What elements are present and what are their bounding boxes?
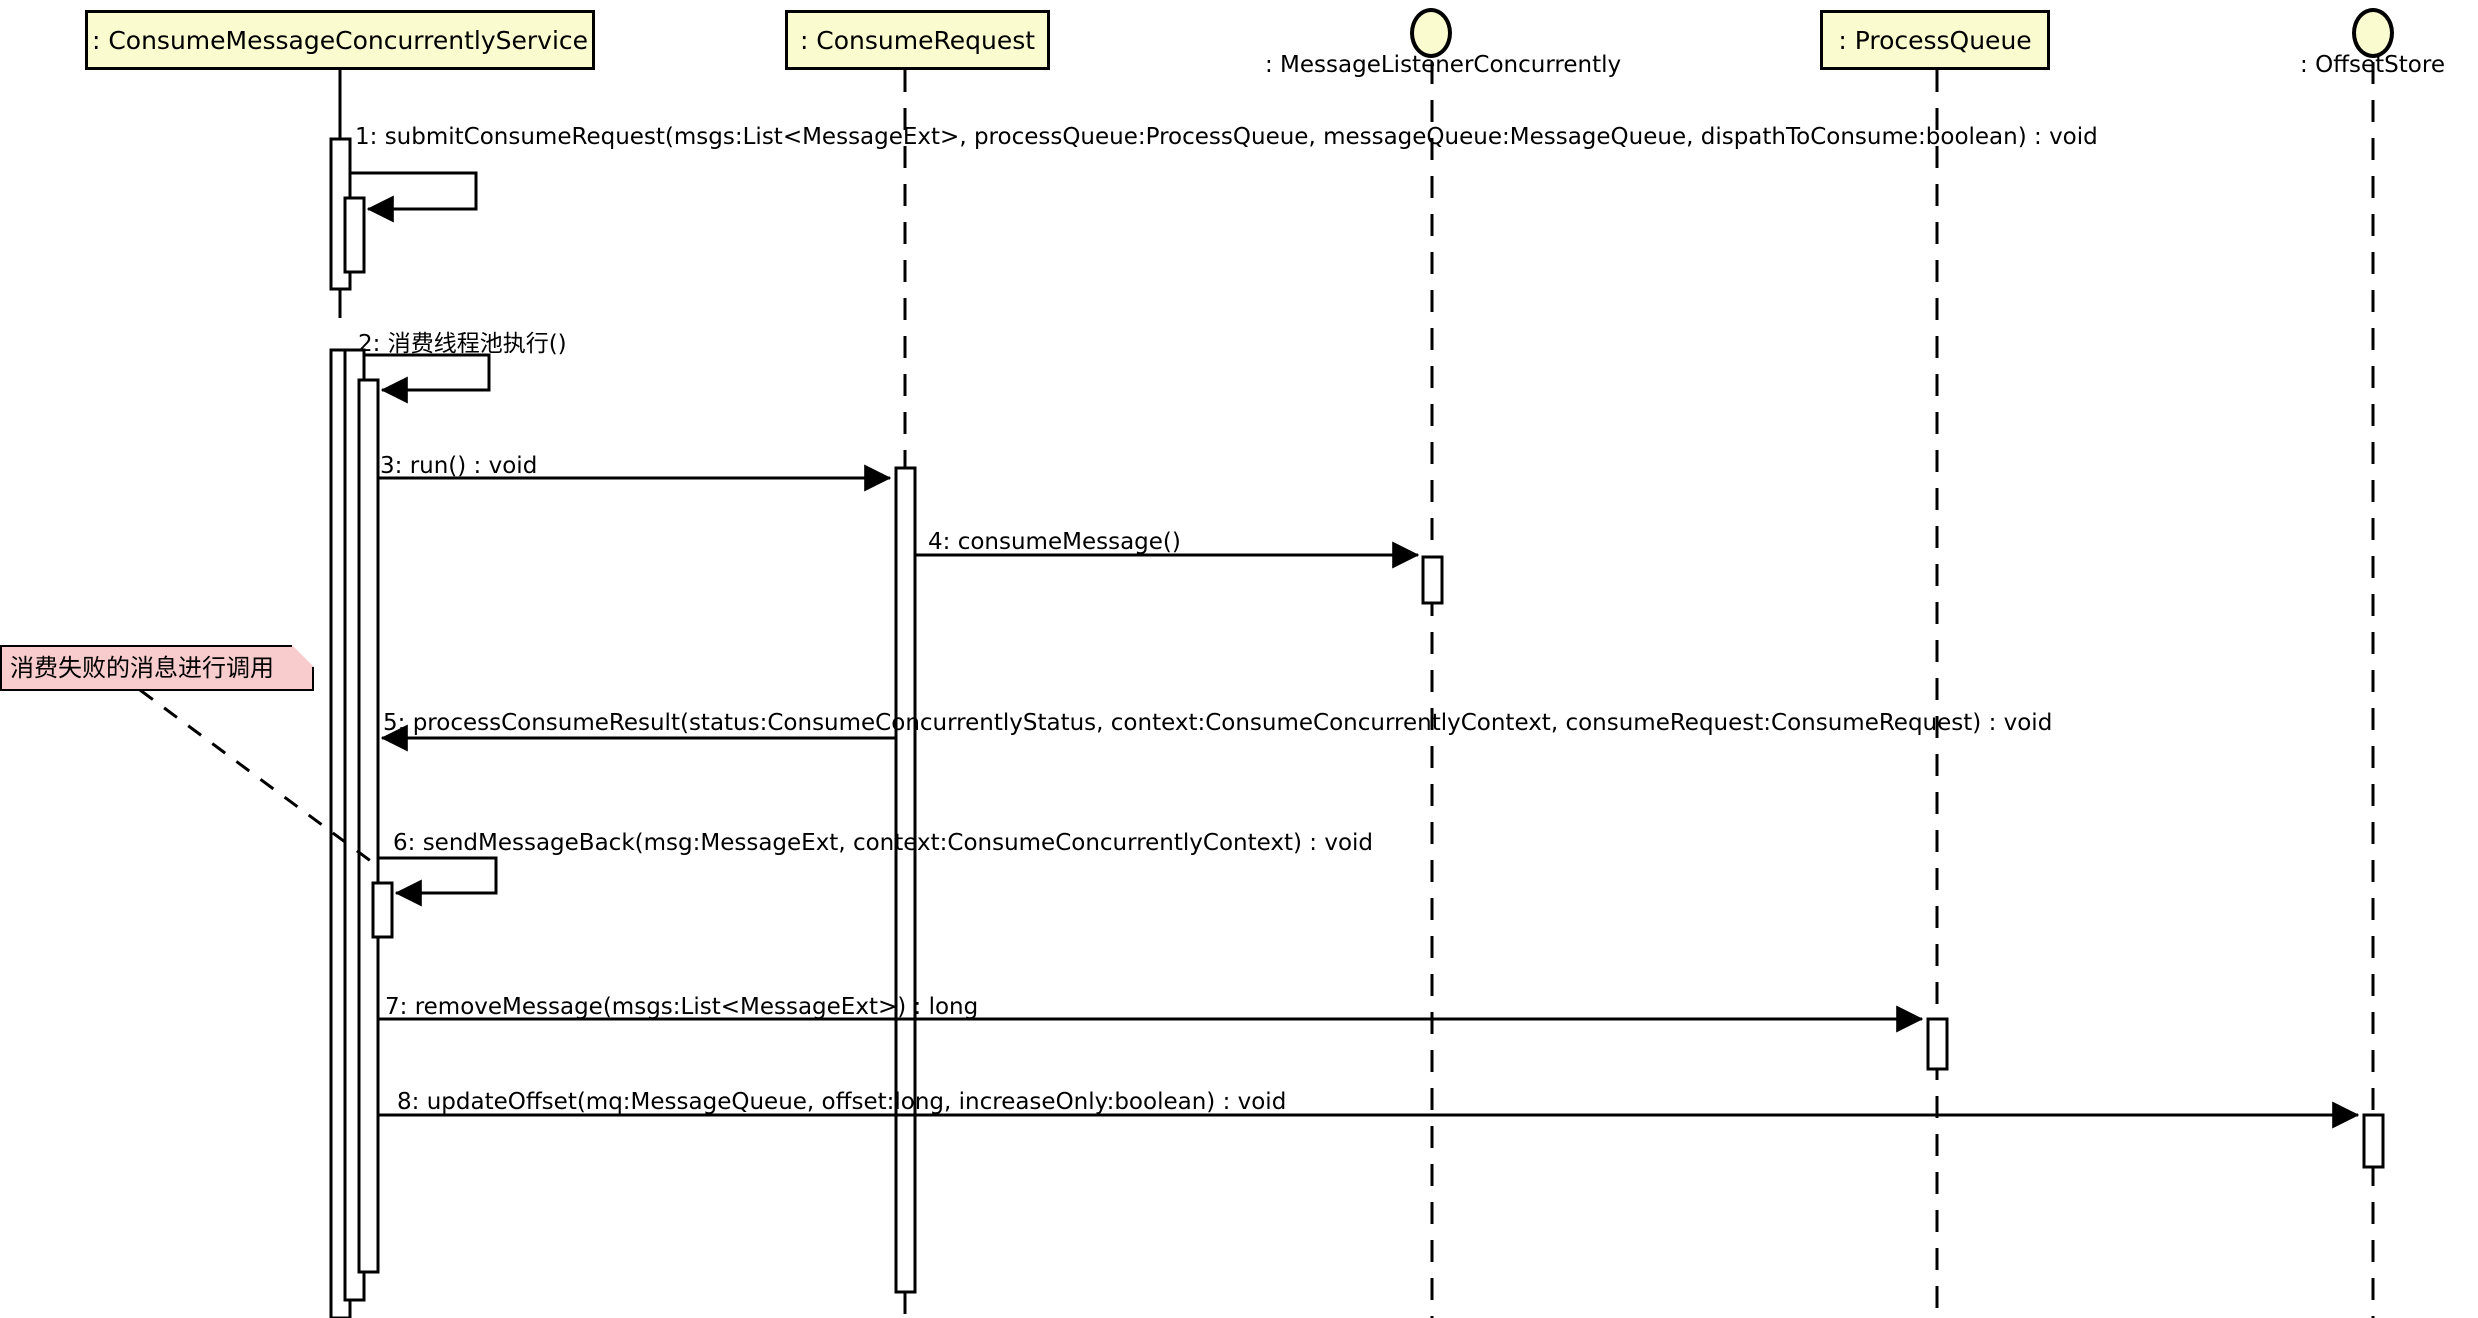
message-label-4: 4: consumeMessage() [928,529,1181,555]
participant-consume-request[interactable]: : ConsumeRequest [785,10,1050,70]
message-arrow-7 [378,1005,1949,1071]
activation-bar-service-msg2 [329,348,491,1318]
note-anchor-line [139,688,373,864]
activation-bar-service-msg1 [329,137,478,291]
participant-process-queue[interactable]: : ProcessQueue [1820,10,2050,70]
participant-message-listener-concurrently-label: : MessageListenerConcurrently [1265,52,1622,78]
note-consume-failed[interactable]: 消费失败的消息进行调用 [0,645,314,691]
message-label-8: 8: updateOffset(mq:MessageQueue, offset:… [397,1089,1287,1115]
message-label-2: 2: 消费线程池执行() [358,331,567,357]
message-label-1: 1: submitConsumeRequest(msgs:List<Messag… [355,124,2098,150]
participant-label: : ConsumeRequest [799,25,1036,55]
note-text: 消费失败的消息进行调用 [10,654,274,682]
message-arrow-8 [378,1101,2385,1169]
message-label-7: 7: removeMessage(msgs:List<MessageExt>) … [385,994,979,1020]
participant-label: : ProcessQueue [1838,25,2032,55]
participant-message-listener-concurrently-icon[interactable] [1410,8,1452,58]
message-label-3: 3: run() : void [380,453,538,479]
activation-bar-consume-request [894,466,917,1294]
participant-consume-message-concurrently-service[interactable]: : ConsumeMessageConcurrentlyService [85,10,595,70]
participant-offset-store-label: : OffsetStore [2300,52,2445,78]
activation-bar-message-listener-concurrently [1421,555,1444,605]
message-label-5: 5: processConsumeResult(status:ConsumeCo… [383,710,2053,736]
participant-label: : ConsumeMessageConcurrentlyService [91,25,589,55]
message-arrow-6 [371,856,498,939]
participant-offset-store-icon[interactable] [2352,8,2394,58]
message-label-6: 6: sendMessageBack(msg:MessageExt, conte… [393,830,1374,856]
note-fold-corner-icon [292,645,314,667]
